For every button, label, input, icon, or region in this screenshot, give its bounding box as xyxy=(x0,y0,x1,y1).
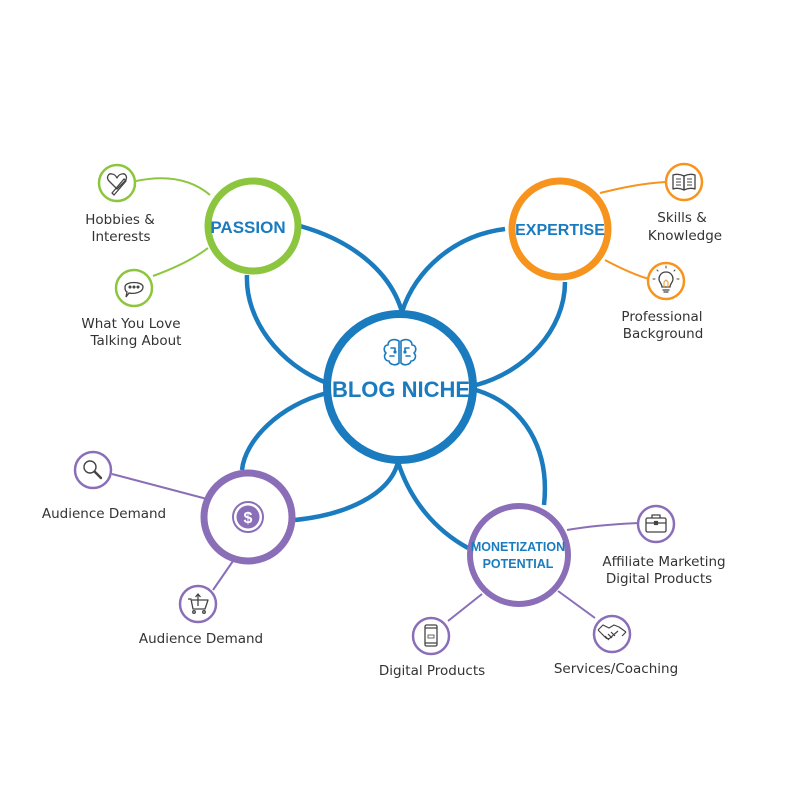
leaf-professional-background[interactable]: Professional Background xyxy=(621,261,704,342)
passion-node[interactable]: PASSION xyxy=(204,177,302,275)
demand-node[interactable]: $ xyxy=(200,469,296,565)
lightbulb-icon xyxy=(652,265,680,293)
line-expertise-skills xyxy=(599,181,667,194)
arc-expertise-top xyxy=(399,226,506,313)
leaf-label: What You Love xyxy=(81,316,180,332)
leaf-label: Professional xyxy=(621,309,702,325)
leaf-label: Services/Coaching xyxy=(554,661,678,677)
passion-label: PASSION xyxy=(210,218,285,237)
monetization-node[interactable]: MONETIZATION POTENTIAL xyxy=(467,503,571,607)
expertise-node[interactable]: EXPERTISE xyxy=(508,177,612,281)
leaf-affiliate-marketing[interactable]: Affiliate Marketing Digital Products xyxy=(602,504,726,587)
leaf-connectors xyxy=(111,177,667,622)
center-label: BLOG NICHE xyxy=(332,377,470,402)
svg-text:$: $ xyxy=(244,510,253,527)
leaf-label: Knowledge xyxy=(648,228,722,244)
brain-icon xyxy=(383,338,417,366)
monetization-label-line1: MONETIZATION xyxy=(471,540,565,554)
leaf-audience-demand-search[interactable]: Audience Demand xyxy=(42,450,166,522)
briefcase-icon xyxy=(645,514,667,533)
open-book-icon xyxy=(672,173,696,191)
line-passion-hobbies xyxy=(135,177,211,196)
leaf-label: Skills & xyxy=(657,210,707,226)
line-monetization-services xyxy=(557,590,596,619)
arc-demand-bottom xyxy=(294,461,401,523)
dollar-coin-icon: $ xyxy=(232,501,264,533)
leaf-what-you-love[interactable]: What You Love Talking About xyxy=(81,268,182,349)
leaf-hobbies-interests[interactable]: Hobbies & Interests xyxy=(85,163,155,245)
tablet-icon xyxy=(424,624,438,647)
shopping-cart-icon xyxy=(188,593,209,614)
leaf-label: Affiliate Marketing xyxy=(602,554,725,570)
leaf-digital-products[interactable]: Digital Products xyxy=(379,616,485,679)
heart-brush-icon xyxy=(106,173,128,196)
leaf-label: Digital Products xyxy=(606,571,712,587)
center-node[interactable]: BLOG NICHE xyxy=(323,310,477,464)
expertise-label: EXPERTISE xyxy=(515,222,605,239)
line-monetization-tablet xyxy=(447,593,483,622)
leaf-services-coaching[interactable]: Services/Coaching xyxy=(554,614,678,677)
monetization-label-line2: POTENTIAL xyxy=(483,557,554,571)
leaf-label: Digital Products xyxy=(379,663,485,679)
leaf-label: Talking About xyxy=(90,333,182,349)
arc-passion-top xyxy=(299,223,405,313)
line-monetization-affiliate xyxy=(566,522,639,531)
leaf-label: Audience Demand xyxy=(42,506,166,522)
leaf-label: Audience Demand xyxy=(139,631,263,647)
arc-demand-top xyxy=(239,390,328,471)
leaf-skills-knowledge[interactable]: Skills & Knowledge xyxy=(648,162,722,244)
arc-monetization-bottom xyxy=(395,461,470,550)
line-passion-talking xyxy=(152,247,209,277)
handshake-icon xyxy=(597,624,627,641)
arc-expertise-bottom xyxy=(475,281,568,388)
line-demand-search xyxy=(111,473,208,500)
connector-arcs xyxy=(239,223,568,550)
magnifier-icon xyxy=(83,460,103,480)
leaf-audience-demand-cart[interactable]: Audience Demand xyxy=(139,584,263,647)
leaf-label: Hobbies & xyxy=(85,212,155,228)
speech-bubble-icon xyxy=(124,281,144,298)
arc-monetization-top xyxy=(475,387,548,506)
arc-passion-bottom xyxy=(244,274,328,386)
line-demand-cart xyxy=(212,560,234,591)
leaf-label: Interests xyxy=(91,229,150,245)
line-expertise-background xyxy=(604,259,650,280)
leaf-label: Background xyxy=(623,326,704,342)
